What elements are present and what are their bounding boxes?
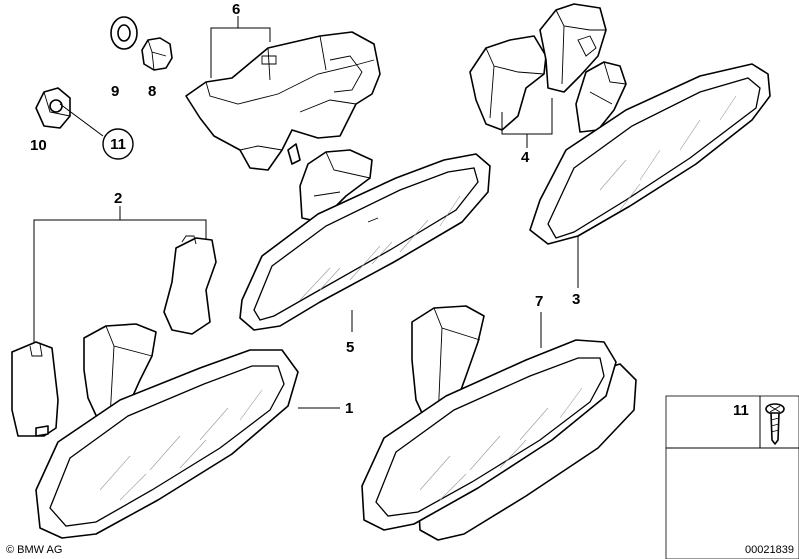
mirror-part-5 — [239, 149, 491, 331]
copyright-label: © BMW AG — [6, 544, 62, 556]
bracket-4 — [501, 98, 553, 148]
mirror-part-1 — [35, 323, 299, 539]
cover-part-4 — [469, 3, 607, 131]
diagram-number: 00021839 — [745, 544, 794, 556]
screw-icon — [765, 403, 785, 445]
callout-11-inset: 11 — [733, 402, 749, 419]
callout-3: 3 — [572, 291, 580, 308]
callout-5: 5 — [346, 339, 354, 356]
clip-part-10 — [35, 87, 71, 129]
callout-2: 2 — [114, 190, 122, 207]
callout-4: 4 — [521, 149, 530, 166]
callout-8: 8 — [148, 83, 156, 100]
cover-housing-part-6 — [185, 31, 381, 171]
washer-part-9 — [110, 16, 138, 50]
mirror-part-7 — [361, 305, 637, 541]
cover-part-2 — [11, 235, 217, 437]
mirror-part-3 — [529, 61, 771, 245]
callout-9: 9 — [111, 83, 119, 100]
callout-11-circled: 11 — [110, 136, 126, 153]
callout-6: 6 — [232, 1, 240, 18]
inset-box-part-11 — [665, 395, 799, 559]
bracket-6 — [210, 16, 271, 78]
bracket-2 — [33, 206, 207, 342]
cap-part-8 — [141, 37, 173, 71]
callout-10: 10 — [30, 137, 47, 154]
leader-10-11 — [59, 103, 104, 137]
callout-11-circle — [102, 128, 134, 160]
callout-7: 7 — [535, 293, 543, 310]
callout-1: 1 — [345, 400, 353, 417]
